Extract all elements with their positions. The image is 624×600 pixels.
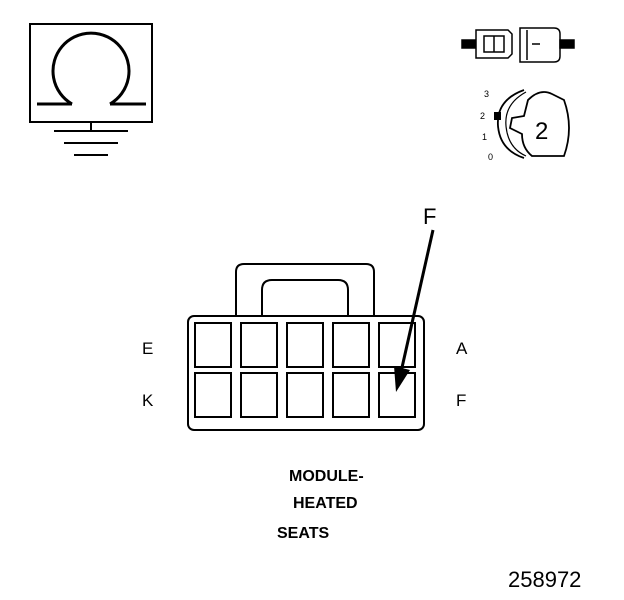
dial-arc <box>497 89 525 159</box>
scale-0: 0 <box>488 152 493 162</box>
pin-label-top-left: E <box>142 339 153 358</box>
position-indicator: 3 2 1 0 2 <box>480 89 570 162</box>
dial-arc-inner <box>505 91 527 157</box>
pin-label-bottom-left: K <box>142 391 154 410</box>
caption-line-1: MODULE- <box>289 468 364 485</box>
dial-pointer <box>494 112 501 120</box>
cavity-C <box>286 322 324 368</box>
pin-label-bottom-right: F <box>456 391 466 410</box>
inline-connector-icon <box>461 27 575 63</box>
connector-wire-right <box>559 39 575 49</box>
lever-handle <box>508 91 570 157</box>
cavity-H <box>286 372 324 418</box>
scale-2: 2 <box>480 111 485 121</box>
ground-symbol <box>29 23 153 156</box>
connector-hood-inner <box>261 279 349 318</box>
caption-line-3: SEATS <box>277 525 329 542</box>
callout-arrow-shaft <box>399 229 435 373</box>
cavity-G <box>332 372 370 418</box>
callout-arrow <box>394 229 435 392</box>
connector-female-half <box>519 27 561 63</box>
callout-label: F <box>423 204 436 229</box>
figure-number: 258972 <box>508 567 581 592</box>
ground-symbol-loop <box>51 31 131 106</box>
ground-symbol-frame <box>29 23 153 123</box>
pin-label-top-right: A <box>456 339 468 358</box>
cavity-D <box>240 322 278 368</box>
position-value: 2 <box>535 118 548 145</box>
cavity-J <box>240 372 278 418</box>
caption-line-2: HEATED <box>293 495 358 512</box>
cavity-E <box>194 322 232 368</box>
connector-hood-outer <box>235 263 375 318</box>
scale-3: 3 <box>484 89 489 99</box>
connector-face <box>187 263 425 431</box>
connector-wire-left <box>461 39 477 49</box>
cavity-B <box>332 322 370 368</box>
scale-1: 1 <box>482 132 487 142</box>
cavity-K <box>194 372 232 418</box>
callout-arrow-head <box>394 366 410 392</box>
